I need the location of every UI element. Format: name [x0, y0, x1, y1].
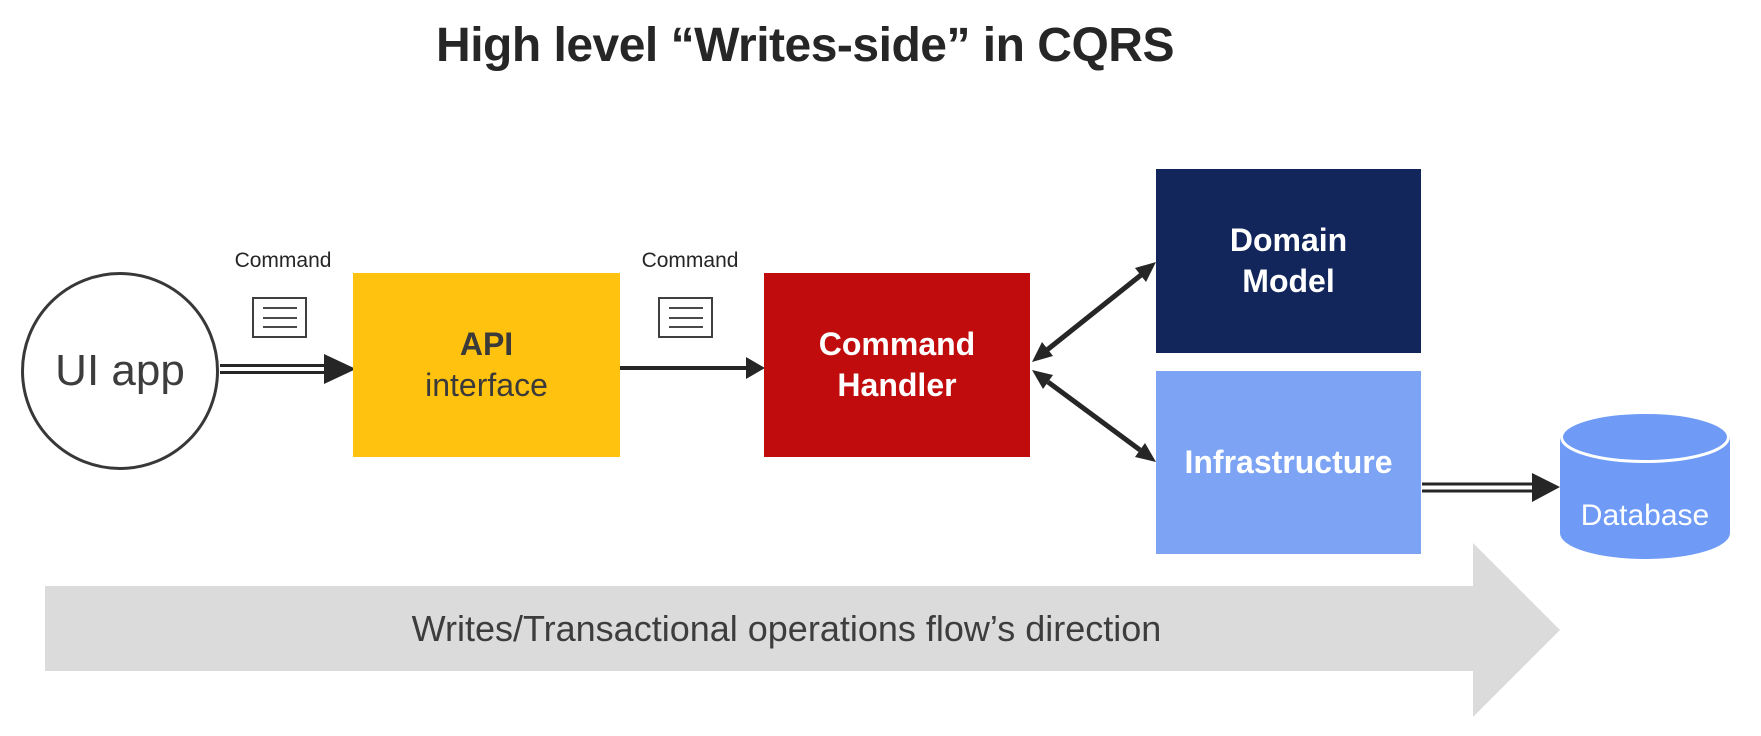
arrow-commandhandler-domainmodel [1032, 262, 1156, 362]
node-domain-model: Domain Model [1156, 169, 1421, 353]
api-sublabel: interface [425, 367, 548, 403]
arrow-api-to-commandhandler [620, 357, 765, 379]
infrastructure-label: Infrastructure [1184, 444, 1393, 480]
node-infrastructure: Infrastructure [1156, 371, 1421, 554]
arrowhead-icon [324, 354, 356, 384]
page-title: High level “Writes-side” in CQRS [436, 19, 1174, 72]
command-label-2: Command [641, 249, 739, 272]
arrowhead-icon [1135, 262, 1156, 282]
command-handler-line1: Command [818, 326, 976, 362]
ui-app-label: UI app [55, 346, 185, 395]
command-document-icon [658, 297, 713, 338]
command-label-1: Command [234, 249, 332, 272]
node-api-interface: API interface [353, 273, 620, 457]
flow-direction-caption: Writes/Transactional operations flow’s d… [411, 607, 1162, 649]
domain-model-line2: Model [1242, 263, 1335, 299]
domain-model-line1: Domain [1229, 222, 1348, 258]
database-label: Database [1580, 499, 1710, 532]
arrowhead-icon [1032, 370, 1053, 389]
arrow-commandhandler-infrastructure [1032, 370, 1156, 462]
flow-direction-arrow [45, 543, 1560, 717]
arrow-uiapp-to-api [220, 354, 356, 384]
command-handler-line2: Handler [837, 367, 957, 403]
node-ui-app: UI app [21, 272, 219, 470]
database-cylinder-icon [1560, 411, 1730, 559]
node-command-handler: Command Handler [764, 273, 1030, 457]
arrowhead-icon [1032, 342, 1053, 362]
arrow-infrastructure-to-database [1422, 473, 1560, 502]
arrowhead-icon [746, 357, 765, 379]
arrowhead-icon [1532, 473, 1560, 502]
command-document-icon [252, 297, 307, 338]
arrowhead-icon [1135, 443, 1156, 462]
api-label: API [459, 326, 514, 362]
